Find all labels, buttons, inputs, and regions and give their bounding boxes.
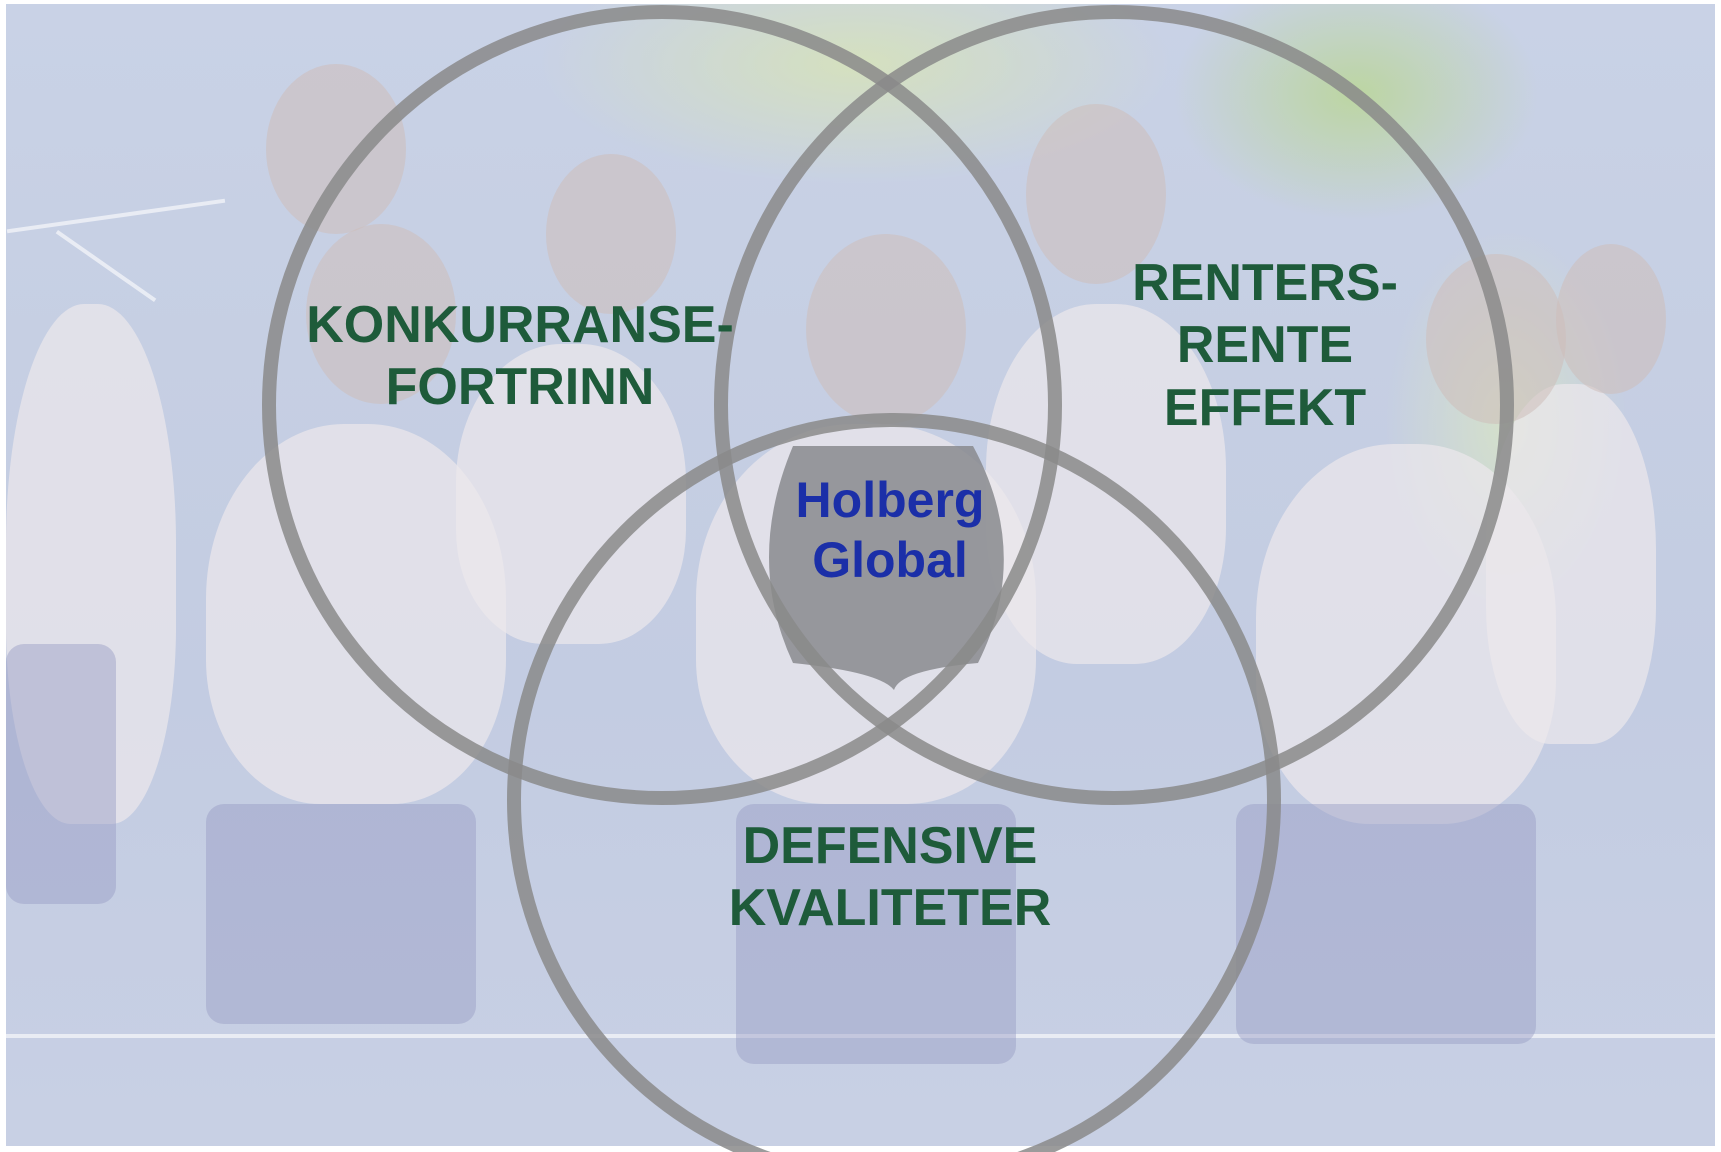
set-label-line: EFFEKT bbox=[1163, 378, 1367, 437]
set-label-renters: RENTERS- RENTE EFFEKT bbox=[1065, 252, 1465, 439]
center-label-line: Holberg bbox=[795, 472, 985, 528]
set-label-konkurranse: KONKURRANSE- FORTRINN bbox=[270, 294, 770, 419]
center-label-line: Global bbox=[812, 532, 968, 588]
center-label-holberg-global: Holberg Global bbox=[740, 470, 1040, 590]
set-label-line: DEFENSIVE bbox=[742, 817, 1038, 875]
center-intersection-region bbox=[769, 446, 1004, 690]
set-label-line: RENTE bbox=[1176, 316, 1354, 375]
set-label-line: FORTRINN bbox=[385, 358, 655, 417]
set-label-line: RENTERS- bbox=[1132, 254, 1398, 312]
set-label-line: KONKURRANSE- bbox=[306, 296, 734, 354]
set-label-line: KVALITETER bbox=[728, 879, 1052, 938]
set-label-defensive: DEFENSIVE KVALITETER bbox=[650, 815, 1130, 940]
circle-konkurranse bbox=[262, 5, 1062, 805]
circle-renters bbox=[714, 5, 1514, 805]
circle-defensive bbox=[507, 413, 1281, 1152]
